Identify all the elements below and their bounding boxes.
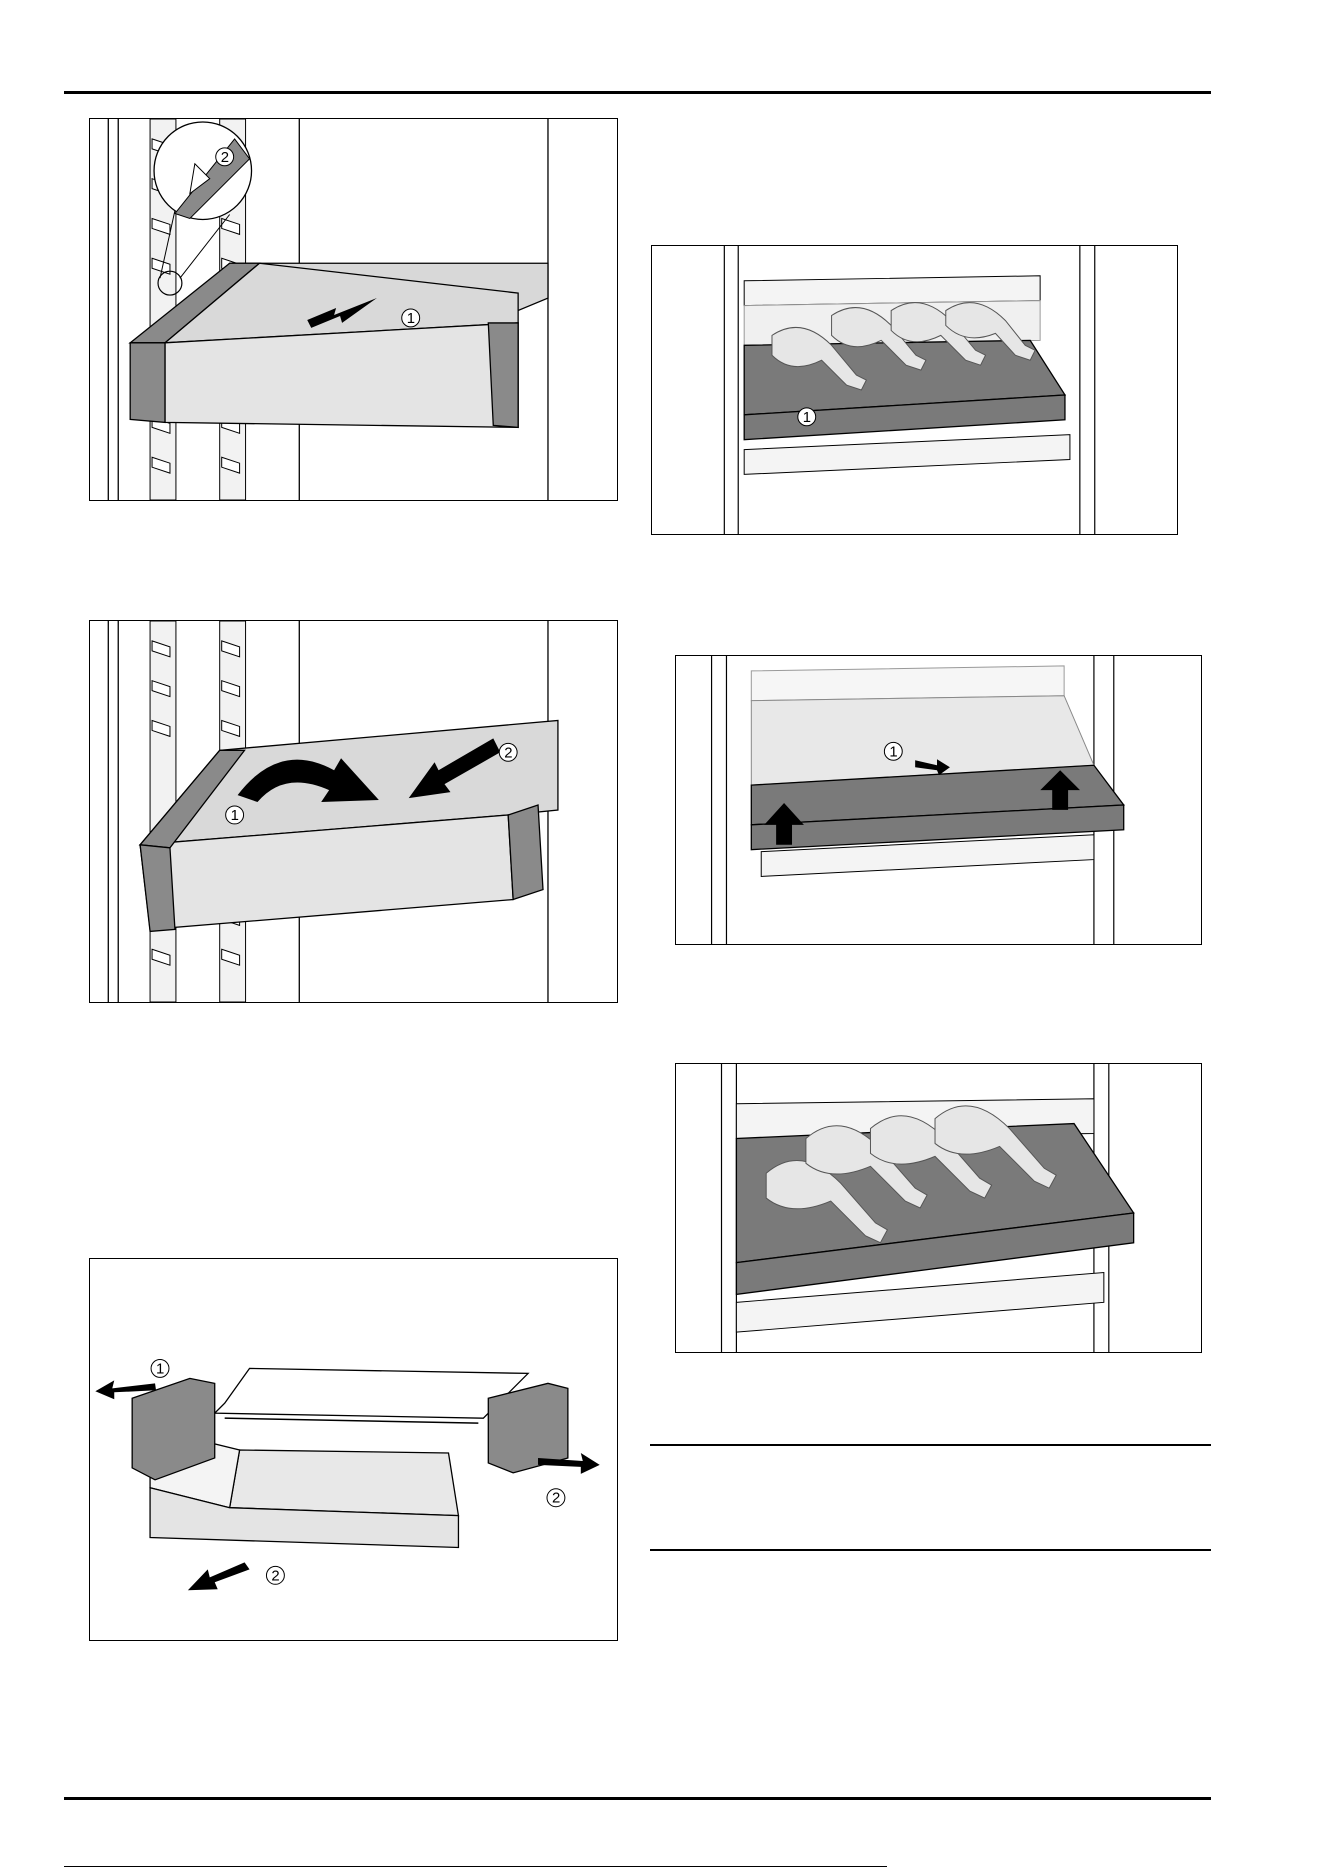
figure-shelf-pull-forward: 1 2 — [89, 118, 618, 501]
footnote-rule — [64, 1866, 887, 1867]
divider-rule-bottom — [650, 1549, 1211, 1551]
footer-rule — [64, 1797, 1211, 1800]
figure-bottles-on-shelf — [675, 1063, 1202, 1353]
figure-bottle-shelf-inserted: 1 — [651, 245, 1178, 535]
callout-number: 1 — [889, 744, 897, 760]
callout-number: 1 — [231, 807, 239, 824]
figure-drawer-disassembly: 1 2 2 — [89, 1258, 618, 1641]
callout-number: 2 — [221, 149, 229, 166]
header-rule — [64, 91, 1211, 94]
callout-number: 2 — [552, 1490, 560, 1507]
divider-rule-top — [650, 1444, 1211, 1446]
callout-number: 1 — [156, 1360, 164, 1377]
callout-number: 1 — [803, 410, 811, 426]
callout-number: 2 — [504, 744, 512, 761]
figure-shelf-tilt-remove: 1 2 — [89, 620, 618, 1003]
callout-number: 2 — [271, 1567, 279, 1584]
callout-number: 1 — [407, 310, 415, 327]
figure-bottle-shelf-lift: 1 — [675, 655, 1202, 945]
